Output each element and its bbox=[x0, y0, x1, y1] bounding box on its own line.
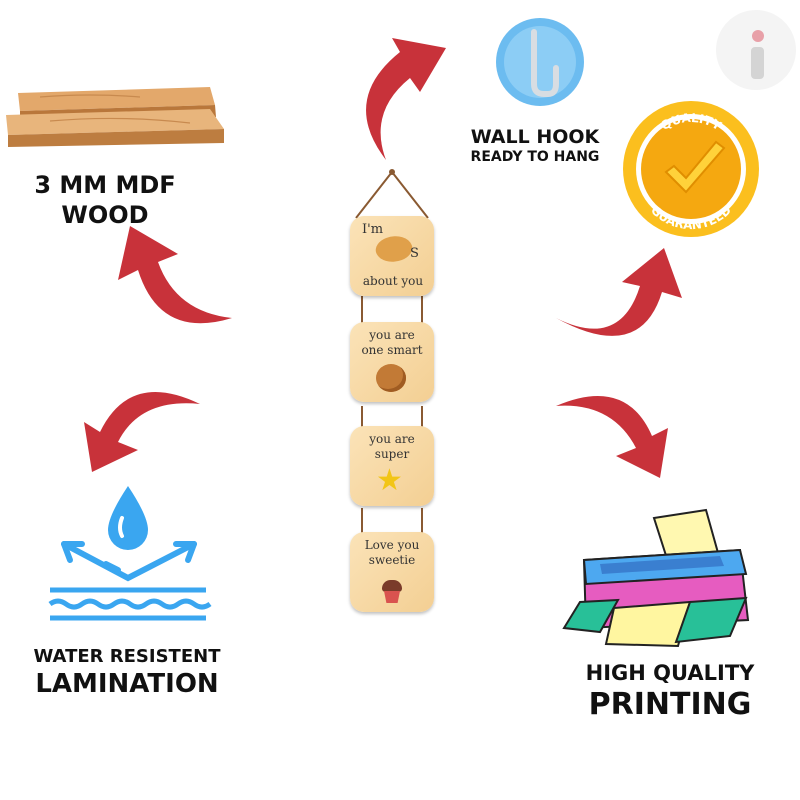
wood-label-line1: 3 MM MDF bbox=[34, 171, 176, 199]
plaque-4-line2: sweetie bbox=[368, 553, 416, 567]
plaque-3: you are super ★ bbox=[350, 426, 434, 506]
brand-logo-icon bbox=[751, 30, 764, 79]
hook-label-line2: READY TO HANG bbox=[470, 149, 600, 165]
plaque-4: Love you sweetie bbox=[350, 532, 434, 612]
plaque-3-line1: you are bbox=[369, 432, 415, 446]
brand-logo bbox=[716, 10, 796, 90]
star-icon: ★ bbox=[376, 463, 403, 498]
plaque-1: I'm S about you bbox=[350, 216, 434, 296]
plaque-1-line3: about you bbox=[362, 274, 424, 288]
arrow-to-printer-icon bbox=[556, 396, 668, 478]
lamination-label-line2: LAMINATION bbox=[35, 669, 219, 699]
cookie-icon bbox=[376, 364, 406, 392]
arrow-to-wood-icon bbox=[118, 226, 232, 324]
hook-label-line1: WALL HOOK bbox=[470, 126, 600, 148]
arrow-to-badge-icon bbox=[556, 248, 682, 336]
printer-icon bbox=[562, 508, 750, 648]
plaque-3-line2: super bbox=[374, 447, 410, 461]
badge-top-text: QUALITY bbox=[658, 111, 724, 133]
arrow-to-lamination-icon bbox=[84, 391, 200, 472]
cupcake-icon bbox=[380, 580, 404, 604]
wood-label-line2: WOOD bbox=[61, 201, 149, 229]
printing-label-line1: HIGH QUALITY bbox=[585, 661, 755, 685]
water-resistant-icon bbox=[48, 486, 212, 621]
hook-label: WALL HOOK READY TO HANG bbox=[445, 126, 625, 166]
printing-label: HIGH QUALITY PRINTING bbox=[560, 660, 780, 724]
plaque-1-line1: I'm bbox=[362, 222, 384, 237]
wood-label: 3 MM MDF WOOD bbox=[0, 170, 210, 230]
plaque-2-line1: you are bbox=[369, 328, 415, 342]
plaque-2: you are one smart bbox=[350, 322, 434, 402]
lamination-label: WATER RESISTENT LAMINATION bbox=[14, 646, 240, 700]
svg-text:QUALITY: QUALITY bbox=[658, 111, 724, 133]
wood-planks-icon bbox=[6, 87, 224, 147]
plaque-1-line2: S bbox=[410, 246, 419, 261]
printing-label-line2: PRINTING bbox=[588, 687, 752, 722]
plaque-4-line1: Love you bbox=[364, 538, 420, 552]
quality-badge-icon: QUALITY GUARANTEED bbox=[623, 101, 759, 237]
lamination-label-line1: WATER RESISTENT bbox=[33, 646, 221, 667]
arrow-to-hook-icon bbox=[366, 38, 446, 160]
plaque-2-line2: one smart bbox=[361, 343, 423, 357]
wall-hook-icon bbox=[496, 18, 584, 106]
hanging-strings bbox=[355, 169, 429, 534]
